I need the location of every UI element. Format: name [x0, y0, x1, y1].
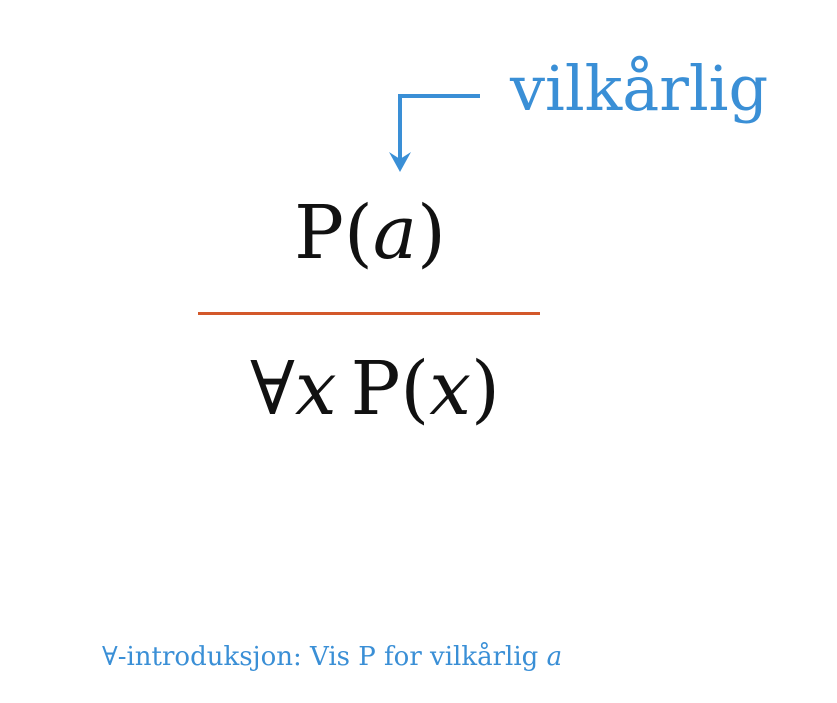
bound-variable: x: [294, 346, 337, 432]
premise-open-paren: (: [343, 190, 373, 276]
annotation-arrow-icon: [389, 94, 480, 172]
caption-variable: a: [546, 642, 563, 672]
conclusion-close-paren: ): [470, 346, 500, 432]
premise-close-paren: ): [416, 190, 446, 276]
conclusion-variable: x: [429, 346, 471, 432]
annotation-label: vilkårlig: [510, 52, 769, 125]
inference-line: [198, 312, 540, 315]
conclusion-open-paren: (: [400, 346, 430, 432]
premise-formula: P(a): [200, 196, 540, 270]
forall-quantifier: ∀: [250, 346, 295, 432]
premise-variable: a: [372, 190, 417, 276]
conclusion-predicate: P: [350, 346, 401, 432]
caption-text: ∀-introduksjon: Vis P for vilkårlig: [102, 642, 539, 672]
caption: ∀-introduksjon: Vis P for vilkårlig a: [102, 644, 562, 670]
premise-predicate: P: [294, 190, 344, 276]
